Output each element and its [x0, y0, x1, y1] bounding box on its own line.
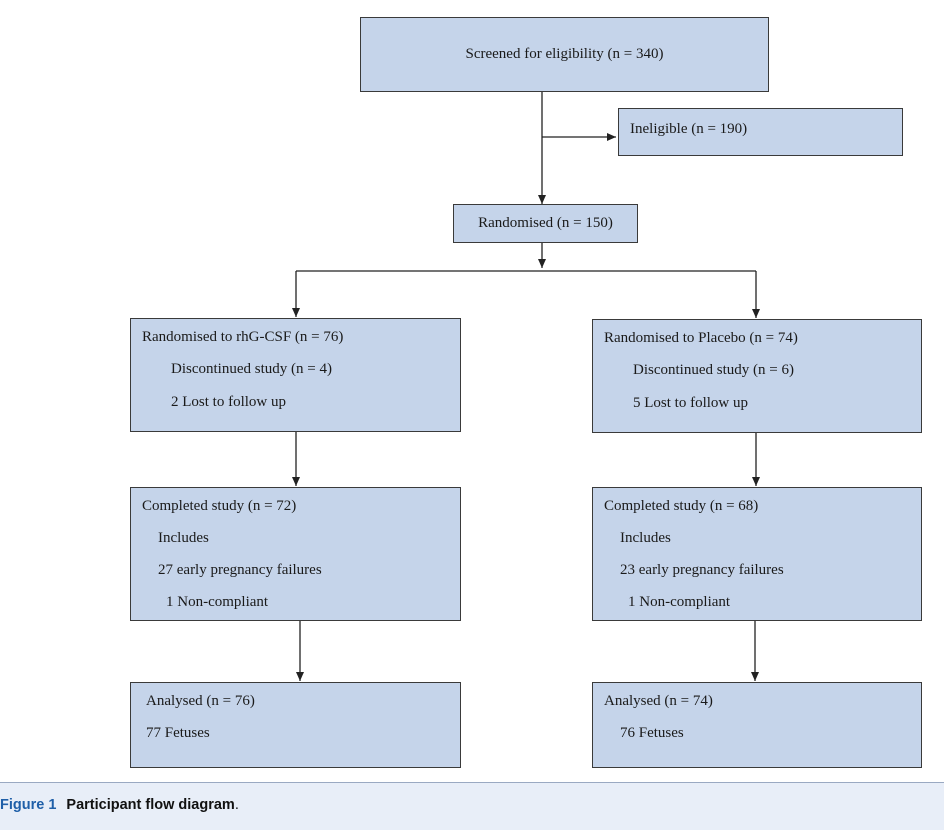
arm-a-title: Randomised to rhG-CSF (n = 76) — [142, 329, 344, 345]
arm-b-fetuses: 76 Fetuses — [620, 725, 684, 741]
figure-caption-end: . — [234, 797, 239, 813]
arm-b-lost: 5 Lost to follow up — [633, 395, 748, 411]
randomised-box: Randomised (n = 150) — [453, 204, 638, 243]
arm-b-includes: Includes — [620, 530, 671, 546]
arm-b-noncompliant: 1 Non-compliant — [628, 594, 731, 610]
arm-b-title: Randomised to Placebo (n = 74) — [604, 330, 798, 346]
connector-lines — [292, 92, 760, 681]
arm-a-analysed-box: Analysed (n = 76) 77 Fetuses — [130, 682, 461, 768]
arm-b-failures: 23 early pregnancy failures — [620, 562, 784, 578]
arm-b-completed: Completed study (n = 68) — [604, 498, 759, 514]
arm-b-discontinued: Discontinued study (n = 6) — [633, 362, 794, 378]
ineligible-box: Ineligible (n = 190) — [618, 108, 903, 156]
figure-caption: Figure 1 Participant flow diagram. — [0, 797, 239, 813]
arm-a-lost: 2 Lost to follow up — [171, 394, 286, 410]
figure-number: Figure 1 — [0, 797, 57, 813]
arm-a-discontinued: Discontinued study (n = 4) — [171, 361, 332, 377]
figure-title: Participant flow diagram — [66, 797, 235, 813]
arm-a-completed: Completed study (n = 72) — [142, 498, 297, 514]
randomised-label: Randomised (n = 150) — [478, 215, 613, 231]
screened-label: Screened for eligibility (n = 340) — [465, 46, 664, 62]
arm-b-analysed: Analysed (n = 74) — [604, 693, 713, 709]
arm-a-failures: 27 early pregnancy failures — [158, 562, 322, 578]
screened-box: Screened for eligibility (n = 340) — [360, 17, 769, 92]
ineligible-label: Ineligible (n = 190) — [630, 121, 748, 137]
arm-a-includes: Includes — [158, 530, 209, 546]
flow-diagram: Screened for eligibility (n = 340) Ineli… — [0, 0, 944, 783]
arm-a-analysed: Analysed (n = 76) — [146, 693, 255, 709]
arm-b-analysed-box: Analysed (n = 74) 76 Fetuses — [592, 682, 922, 768]
arm-a-fetuses: 77 Fetuses — [146, 725, 210, 741]
arm-a-completed-box: Completed study (n = 72) Includes 27 ear… — [130, 487, 461, 621]
arm-b-randomised-box: Randomised to Placebo (n = 74) Discontin… — [592, 319, 922, 433]
arm-a-noncompliant: 1 Non-compliant — [166, 594, 269, 610]
arm-b-completed-box: Completed study (n = 68) Includes 23 ear… — [592, 487, 922, 621]
arm-a-randomised-box: Randomised to rhG-CSF (n = 76) Discontin… — [130, 318, 461, 432]
